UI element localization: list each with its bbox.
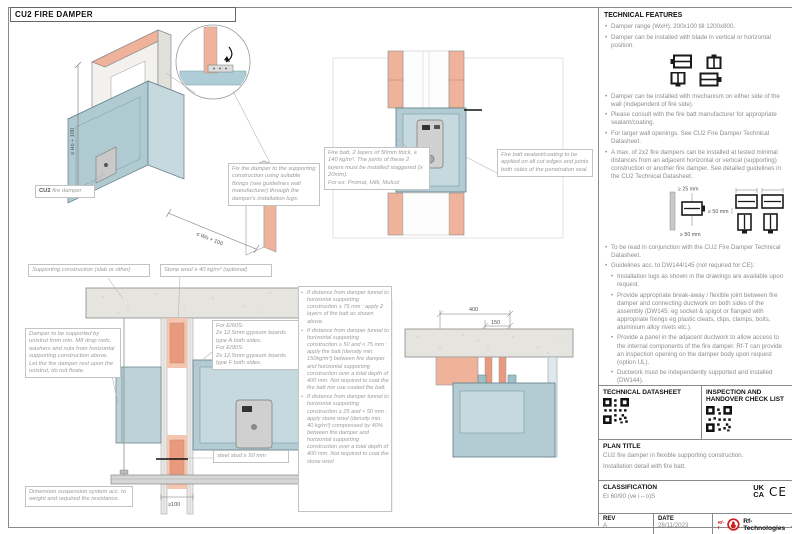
damper-orientation-icons bbox=[670, 54, 722, 87]
inspection-checklist-label: INSPECTION AND HANDOVER CHECK LIST bbox=[706, 389, 785, 404]
supporting-construction-note: Supporting construction (slab or other) bbox=[28, 264, 150, 278]
cross-section-view: 400 150 bbox=[391, 298, 574, 512]
technical-features-header: TECHNICAL FEATURES bbox=[604, 12, 683, 19]
damper-horizontal-blade-icon bbox=[670, 54, 692, 69]
brand-cell: Rf-t Rf-Technologies bbox=[713, 514, 792, 534]
feature-bullet: Guidelines acc. to DW144/145 (not requir… bbox=[604, 262, 787, 270]
suspension-note: Dimension suspension system acc. to weig… bbox=[25, 486, 133, 507]
date-value: 28/11/2023 bbox=[657, 522, 689, 529]
feature-bullet: A max. of 2x2 fire dampers can be instal… bbox=[604, 149, 787, 181]
technical-datasheet-cell: TECHNICAL DATASHEET bbox=[599, 386, 702, 439]
damper-horizontal-blade-icon bbox=[699, 72, 721, 87]
feature-bullet: Damper can be installed with blade in ve… bbox=[604, 34, 787, 50]
revision-cell: REV A bbox=[599, 514, 654, 534]
rf-t-logo-text: Rf-t bbox=[717, 519, 724, 530]
fix-damper-note: Fix the damper to the supporting constru… bbox=[228, 163, 320, 207]
distance-rules-box: If distance from damper tunnel to horizo… bbox=[298, 286, 392, 512]
ce-mark: CE bbox=[769, 485, 787, 499]
feature-bullet: Please consult with the fire batt manufa… bbox=[604, 111, 787, 127]
page-title: CU2 FIRE DAMPER bbox=[10, 7, 236, 22]
dim-25mm-label: ≥ 25 mm bbox=[678, 186, 699, 192]
fire-batt-note: Fire batt, 2 layers of 50mm thick, ≥ 140… bbox=[324, 147, 430, 191]
date-cell: DATE 28/11/2023 bbox=[654, 514, 713, 534]
feature-sub-bullet: Provide a panel in the adjacent ductwork… bbox=[611, 334, 787, 366]
technical-datasheet-label: TECHNICAL DATASHEET bbox=[603, 389, 681, 396]
dim-50mm-left-label: ≥ 50 mm bbox=[680, 232, 701, 238]
cu2-damper-label: CU2 fire damper bbox=[35, 185, 95, 199]
unistrut-note: Damper to be supported by unistrut from … bbox=[25, 328, 121, 379]
damper-vertical-blade-icon bbox=[670, 71, 685, 87]
steel-stud-label: steel stud ≥ 50 mm bbox=[213, 450, 289, 464]
title-block: TECHNICAL DATASHEET bbox=[599, 385, 792, 534]
qr-code-icon bbox=[706, 405, 732, 432]
distance-rule: If distance from damper tunnel to horizo… bbox=[301, 328, 389, 392]
technical-features-panel: TECHNICAL FEATURES Damper range (WxH): 2… bbox=[598, 8, 792, 534]
plan-title-label: PLAN TITLE bbox=[603, 443, 641, 450]
sealant-note: Fire batt sealant/coating to be applied … bbox=[497, 149, 593, 178]
dim-stud-label: ≥100 bbox=[168, 502, 180, 508]
feature-bullet: Damper range (WxH): 200x100 till 1200x80… bbox=[604, 23, 787, 31]
feature-bullet: Damper can be installed with mechanism o… bbox=[604, 93, 787, 109]
distance-rule: If distance from damper tunnel to horizo… bbox=[301, 394, 389, 466]
feature-sub-bullet: Ductwork must be independently supported… bbox=[611, 369, 787, 385]
rev-label: REV bbox=[603, 516, 616, 522]
rf-technologies-logo-icon bbox=[727, 518, 740, 531]
cu2-label-bold: CU2 bbox=[39, 188, 51, 194]
plan-title-line2: Installation detail with fire batt. bbox=[603, 462, 686, 470]
section-view bbox=[332, 50, 564, 239]
gypsum-boards-note: For EI60S: 2x 12,5mm gypsum boards type … bbox=[212, 320, 300, 371]
spacing-diagrams: ≥ 25 mm ≥ 50 mm bbox=[604, 184, 787, 240]
classification-label: CLASSIFICATION bbox=[603, 484, 658, 491]
inspection-checklist-cell: INSPECTION AND HANDOVER CHECK LIST bbox=[702, 386, 792, 439]
brand-name: Rf-Technologies bbox=[743, 517, 786, 532]
rev-value: A bbox=[603, 522, 608, 529]
damper-vertical-blade-icon bbox=[706, 54, 721, 69]
plan-title-line1: CU2 fire damper in flexible supporting c… bbox=[603, 452, 744, 460]
plan-title-cell: PLAN TITLE CU2 fire damper in flexible s… bbox=[599, 439, 792, 480]
qr-code-icon bbox=[603, 398, 629, 425]
feature-bullet: To be read in conjunction with the CU2 F… bbox=[604, 244, 787, 260]
dim-400-label: 400 bbox=[469, 307, 478, 313]
feature-sub-bullet: Provide appropriate break-away / flexibl… bbox=[611, 292, 787, 332]
iso-view: ≤ Ho + 100 ≤ Wo + 100 bbox=[67, 24, 277, 256]
ukca-mark: UK CA bbox=[753, 483, 765, 499]
dim-150-label: 150 bbox=[491, 320, 500, 326]
cu2-label-rest: fire damper bbox=[50, 188, 82, 194]
dim-height-label: ≤ Ho + 100 bbox=[70, 128, 76, 155]
date-label: DATE bbox=[657, 516, 674, 522]
dim-50mm-right-label: ≥ 50 mm bbox=[708, 209, 729, 215]
classification-value: EI 60/90 (ve i↔o)S bbox=[603, 493, 656, 501]
feature-bullet: For larger wall openings. See CU2 Fire D… bbox=[604, 130, 787, 146]
feature-sub-bullet: Installation lugs as shown in the drawin… bbox=[611, 273, 787, 289]
classification-cell: CLASSIFICATION EI 60/90 (ve i↔o)S UK CA … bbox=[599, 480, 792, 513]
distance-rule: If distance from damper tunnel to horizo… bbox=[301, 290, 389, 326]
stone-wool-note: Stone wool ≥ 40 kg/m³ (optional) bbox=[160, 264, 272, 278]
